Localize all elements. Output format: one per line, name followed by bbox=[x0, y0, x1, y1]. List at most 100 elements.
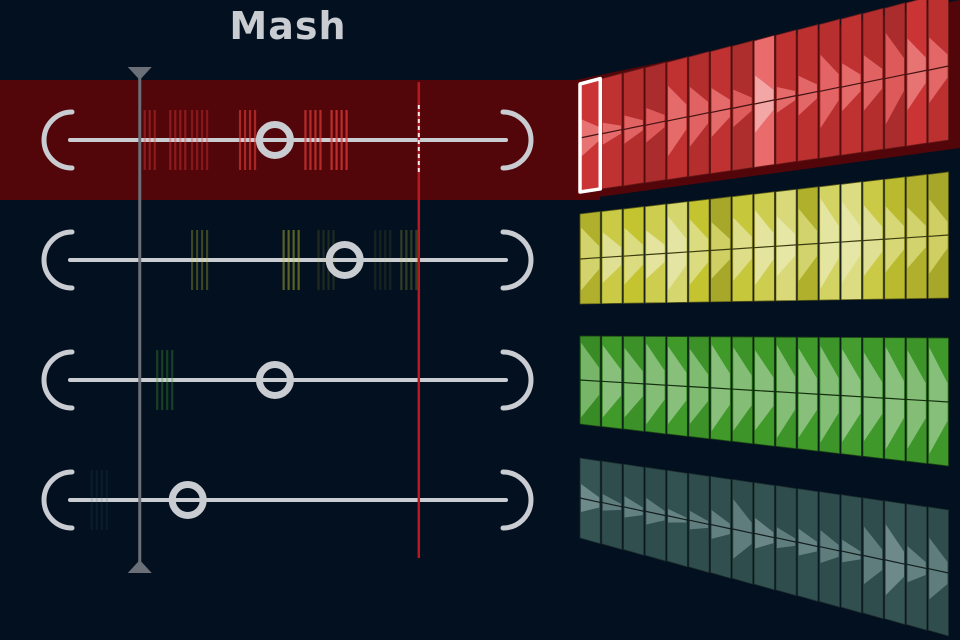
waveform-center-yellow bbox=[884, 237, 906, 240]
waveform-center-teal bbox=[884, 559, 906, 565]
waveform-strip-yellow[interactable] bbox=[579, 171, 949, 305]
waveform-center-teal bbox=[732, 528, 753, 534]
waveform-body-yellow bbox=[711, 222, 730, 279]
waveform-center-red bbox=[710, 107, 731, 114]
waveform-center-red bbox=[623, 124, 644, 131]
waveform-center-yellow bbox=[754, 245, 775, 249]
waveform-body-green bbox=[863, 352, 883, 442]
waveform-center-yellow bbox=[906, 235, 927, 239]
waveform-body-green bbox=[776, 345, 796, 439]
waveform-center-yellow bbox=[601, 255, 623, 259]
waveform-body-green bbox=[798, 348, 817, 438]
waveform-center-teal bbox=[688, 519, 710, 526]
waveform-center-teal bbox=[623, 506, 644, 512]
lane-left-bracket-yellow bbox=[41, 229, 75, 291]
waveform-center-yellow bbox=[623, 254, 644, 257]
waveform-center-red bbox=[775, 95, 797, 101]
waveform-body-green bbox=[885, 346, 904, 450]
waveform-center-yellow bbox=[819, 241, 840, 245]
waveform-body-yellow bbox=[646, 230, 665, 279]
waveform-strip-green[interactable] bbox=[579, 335, 949, 467]
waveform-center-green bbox=[884, 397, 906, 401]
lane-right-bracket-teal bbox=[500, 469, 534, 531]
track-lane-yellow[interactable] bbox=[41, 229, 534, 291]
waveform-center-teal bbox=[862, 554, 884, 561]
waveform-center-teal bbox=[797, 541, 819, 548]
waveform-center-yellow bbox=[797, 242, 818, 246]
waveform-body-yellow bbox=[689, 219, 709, 285]
waveform-center-teal bbox=[666, 515, 688, 521]
page-title: Mash bbox=[229, 4, 347, 48]
cue-bottom-handle[interactable] bbox=[127, 560, 152, 573]
waveform-center-red bbox=[862, 78, 884, 84]
waveform-body-green bbox=[755, 350, 774, 431]
waveform-body-red bbox=[842, 63, 861, 112]
waveform-body-green bbox=[842, 349, 861, 443]
waveform-body-yellow bbox=[776, 216, 796, 277]
waveform-body-teal bbox=[581, 484, 600, 512]
waveform-body-teal bbox=[842, 539, 861, 563]
waveform-body-green bbox=[624, 347, 643, 418]
waveform-center-yellow bbox=[688, 249, 710, 253]
position-knob-red[interactable] bbox=[255, 121, 294, 159]
lane-left-bracket-green bbox=[41, 349, 75, 411]
waveform-body-teal bbox=[776, 527, 796, 549]
position-knob-green[interactable] bbox=[255, 361, 294, 399]
position-knob-teal[interactable] bbox=[168, 481, 207, 519]
selected-slice-frame[interactable] bbox=[578, 76, 603, 194]
waveform-center-teal bbox=[601, 501, 623, 508]
waveform-body-red bbox=[733, 89, 752, 128]
waveform-body-red bbox=[755, 75, 774, 133]
waveform-center-yellow bbox=[928, 234, 949, 238]
waveform-body-green bbox=[581, 342, 600, 418]
waveform-center-green bbox=[645, 383, 666, 386]
waveform-body-yellow bbox=[820, 198, 839, 289]
waveform-center-green bbox=[841, 394, 862, 398]
waveform-center-teal bbox=[753, 532, 775, 539]
lane-right-bracket-green bbox=[500, 349, 534, 411]
waveform-body-teal bbox=[733, 499, 752, 559]
waveform-center-teal bbox=[906, 563, 927, 570]
waveform-center-green bbox=[732, 388, 753, 391]
waveform-body-teal bbox=[885, 524, 904, 596]
waveform-body-red bbox=[885, 32, 904, 125]
waveform-center-red bbox=[841, 82, 862, 88]
waveform-body-red bbox=[668, 85, 687, 157]
track-lane-teal[interactable] bbox=[41, 469, 534, 531]
waveform-center-green bbox=[688, 385, 710, 389]
waveform-body-green bbox=[646, 343, 665, 425]
waveform-center-yellow bbox=[710, 248, 731, 252]
waveform-body-red bbox=[863, 55, 883, 111]
position-knob-yellow[interactable] bbox=[325, 241, 364, 279]
waveform-center-teal bbox=[710, 523, 731, 530]
waveform-body-green bbox=[711, 344, 730, 432]
waveform-center-red bbox=[579, 133, 601, 139]
waveform-body-teal bbox=[689, 510, 709, 530]
waveform-strip-red[interactable] bbox=[578, 0, 949, 194]
waveform-center-yellow bbox=[732, 247, 753, 250]
waveform-center-teal bbox=[579, 497, 601, 503]
waveform-body-teal bbox=[929, 537, 948, 600]
waveform-center-teal bbox=[775, 537, 797, 543]
waveform-center-red bbox=[688, 112, 710, 118]
waveform-body-green bbox=[602, 345, 622, 418]
waveform-body-yellow bbox=[668, 216, 687, 291]
waveform-body-green bbox=[733, 347, 752, 431]
waveform-strip-teal[interactable] bbox=[579, 457, 949, 637]
waveform-center-red bbox=[601, 128, 623, 135]
cue-top-handle[interactable] bbox=[127, 67, 152, 80]
waveform-center-teal bbox=[928, 568, 949, 574]
waveform-body-green bbox=[668, 346, 687, 425]
waveform-body-yellow bbox=[733, 217, 752, 281]
lane-right-bracket-yellow bbox=[500, 229, 534, 291]
waveform-body-red bbox=[624, 115, 643, 144]
waveform-center-yellow bbox=[645, 252, 666, 256]
waveform-body-red bbox=[689, 86, 709, 147]
waveform-center-yellow bbox=[579, 256, 601, 260]
waveform-center-green bbox=[579, 379, 601, 382]
waveform-body-green bbox=[929, 347, 948, 455]
waveform-body-yellow bbox=[581, 227, 600, 291]
waveform-body-yellow bbox=[929, 199, 948, 274]
waveform-center-green bbox=[623, 381, 644, 385]
